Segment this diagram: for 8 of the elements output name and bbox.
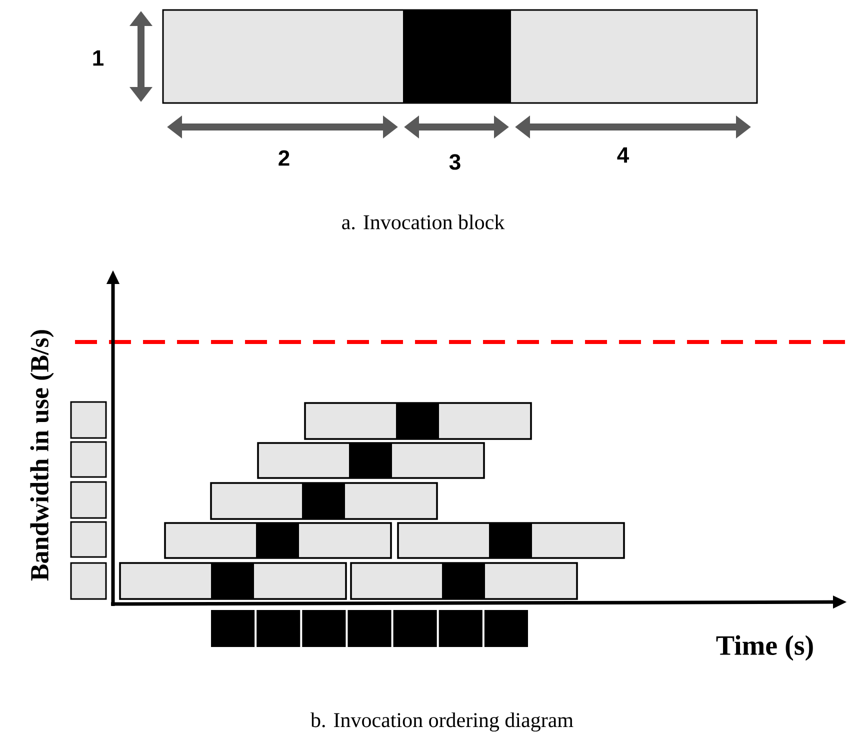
caption: a. Invocation block — [342, 214, 505, 230]
caption: b. Invocation ordering diagram — [310, 712, 574, 732]
axis-title: Time (s) — [716, 635, 813, 661]
dimension-label: 1 — [93, 50, 104, 66]
dimension-label: 2 — [278, 150, 290, 166]
dimension-label: 3 — [449, 154, 460, 170]
axis-title: Bandwidth in use (B/s) — [30, 330, 54, 581]
dimension-label: 4 — [617, 147, 629, 163]
